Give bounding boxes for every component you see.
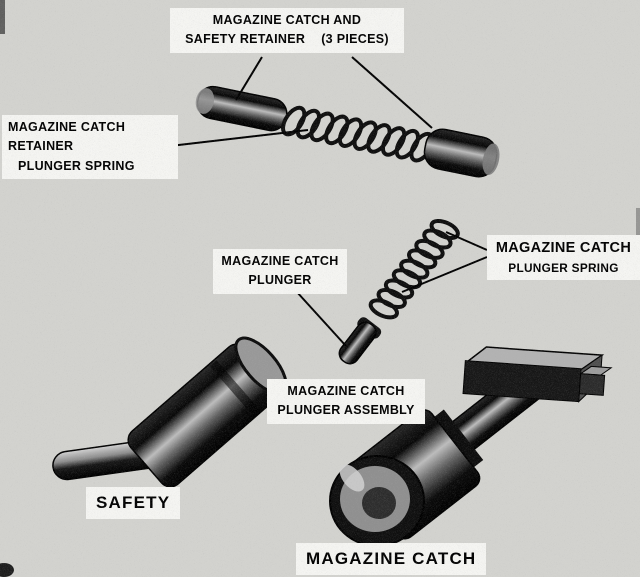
label-line: PLUNGER ASSEMBLY [277, 403, 415, 418]
label-safety: SAFETY [86, 487, 181, 520]
label-line: MAGAZINE CATCH AND [212, 13, 362, 27]
leader-line-catch-plunger [295, 290, 347, 347]
label-magazine-catch-plunger-spring: MAGAZINE CATCH PLUNGER SPRING [487, 235, 640, 280]
magazine-catch-tab [578, 373, 606, 396]
label-magazine-catch-and-safety-retainer: MAGAZINE CATCH AND SAFETY RETAINER(3 PIE… [170, 8, 404, 53]
label-magazine-catch-plunger-assembly: MAGAZINE CATCH PLUNGER ASSEMBLY [267, 379, 425, 424]
magazine-catch-illustration [329, 346, 613, 547]
label-line: MAGAZINE CATCH RETAINER [8, 120, 126, 154]
magazine-catch-button-face [329, 455, 425, 547]
label-line: MAGAZINE CATCH [221, 254, 339, 268]
label-magazine-catch: MAGAZINE CATCH [296, 543, 487, 576]
leader-line-retainer-right [351, 56, 433, 129]
label-line: PLUNGER SPRING [18, 158, 135, 173]
label-line: MAGAZINE CATCH [495, 240, 632, 256]
leader-line-retainer-spring [169, 129, 309, 147]
catch-plunger-illustration [338, 317, 382, 365]
label-magazine-catch-retainer-plunger-spring: MAGAZINE CATCH RETAINER PLUNGER SPRING [2, 115, 178, 180]
catch-plunger-spring-coil [368, 219, 460, 320]
label-line: SAFETY RETAINER(3 PIECES) [185, 32, 389, 47]
label-line: MAGAZINE CATCH [287, 384, 405, 398]
label-line: PLUNGER SPRING [508, 261, 619, 276]
catch-plunger-spring-illustration [338, 219, 460, 365]
label-line: PLUNGER [248, 273, 312, 288]
safety-illustration [52, 336, 288, 488]
label-magazine-catch-plunger: MAGAZINE CATCH PLUNGER [213, 249, 347, 294]
magazine-catch-bar [462, 346, 613, 403]
